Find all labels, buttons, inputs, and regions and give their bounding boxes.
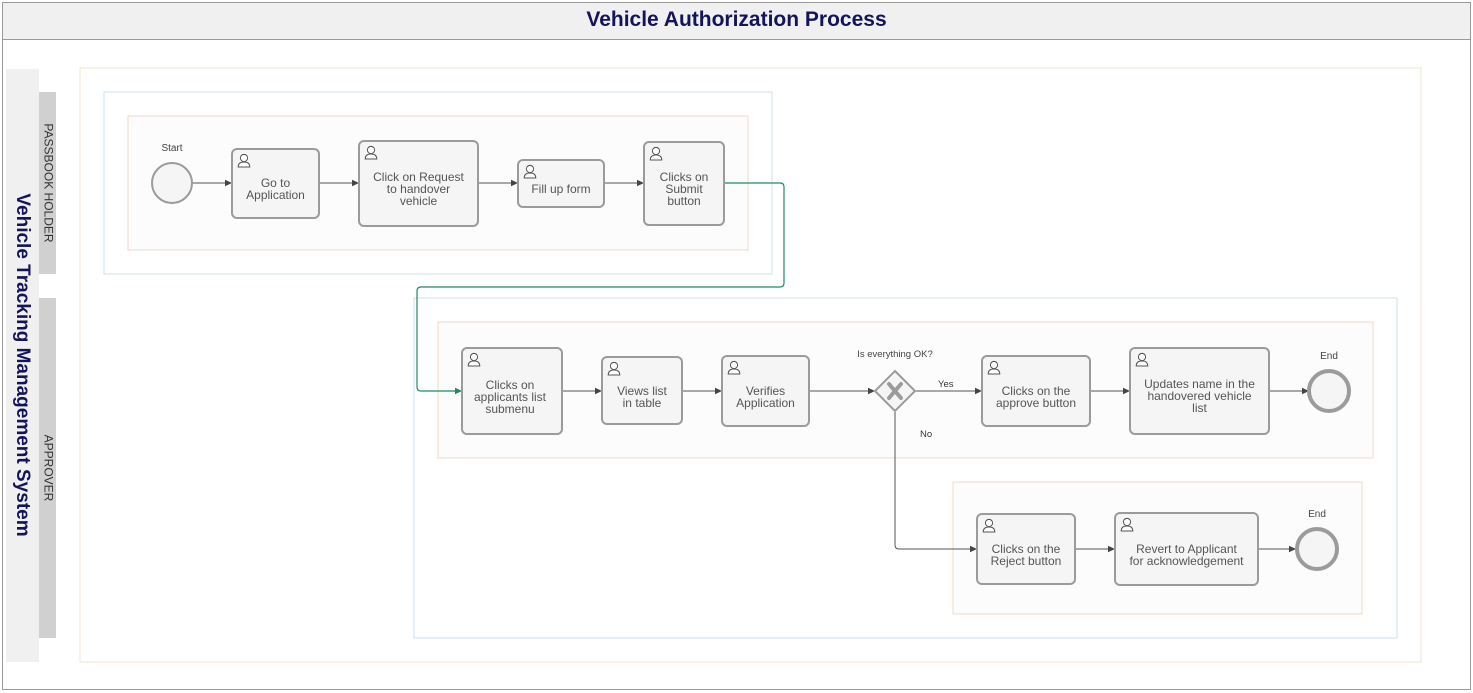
lane-label-passbook-holder: PASSBOOK HOLDER [41, 123, 55, 242]
gateway-question: Is everything OK? [857, 349, 933, 360]
task-label: Fill up form [531, 182, 590, 196]
lane-header-passbook-holder: PASSBOOK HOLDER [39, 92, 56, 274]
end-event-approve: End [1307, 351, 1351, 413]
lane-header-approver: APPROVER [39, 298, 56, 638]
gateway-x-icon [887, 382, 903, 400]
gateway-yes-label: Yes [938, 379, 954, 390]
start-label: Start [161, 143, 182, 154]
pool-outline [79, 67, 1422, 663]
pool-header: Vehicle Tracking Management System [6, 69, 39, 662]
task-fill-up-form[interactable]: Fill up form [517, 159, 605, 208]
gateway-no-label: No [920, 429, 932, 440]
lane-label-approver: APPROVER [41, 435, 55, 502]
start-event: Start [151, 143, 193, 204]
end-label-reject: End [1308, 509, 1326, 520]
diagram-title: Vehicle Authorization Process [586, 8, 887, 31]
end-event-reject: End [1295, 509, 1339, 571]
sequence-flows [192, 179, 1309, 553]
flow-submit-to-applicants [416, 182, 785, 395]
flow-gateway-no [894, 411, 977, 553]
exclusive-gateway: Is everything OK? Yes No [857, 349, 954, 440]
end-label-approve: End [1320, 351, 1338, 362]
title-bar: Vehicle Authorization Process [3, 3, 1470, 40]
lane-outline-approver [413, 297, 1398, 639]
pool-label: Vehicle Tracking Management System [12, 193, 33, 536]
